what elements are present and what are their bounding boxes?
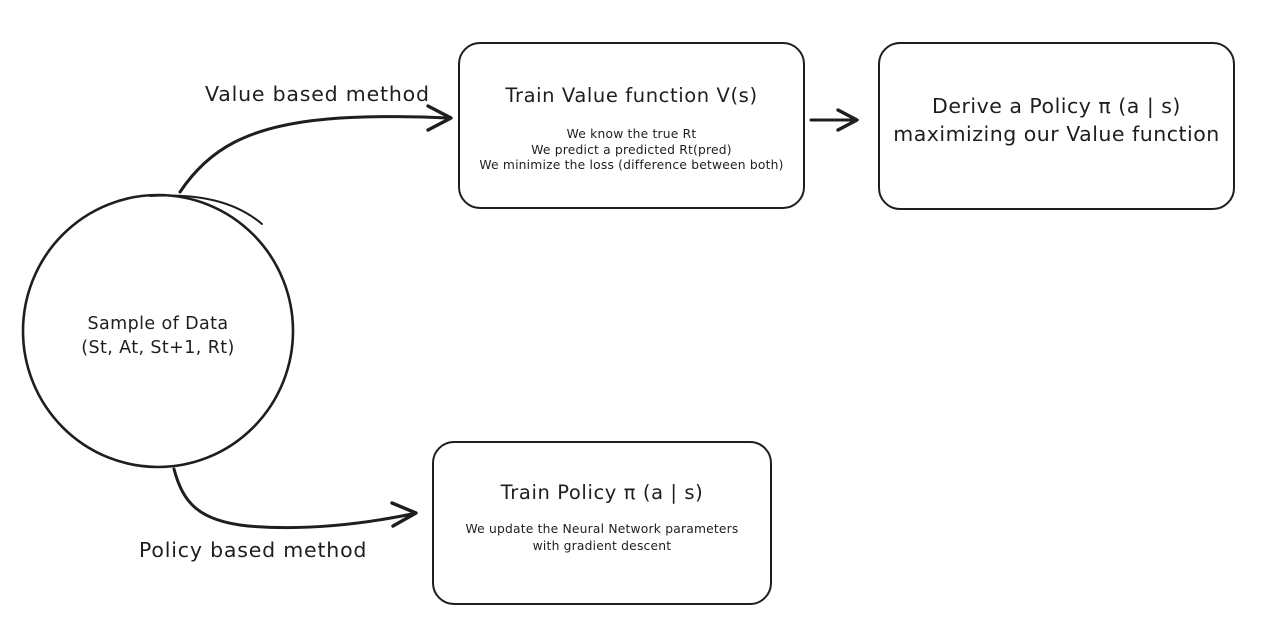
derive-policy-line1: Derive a Policy π (a | s) [932,94,1181,118]
derive-policy-line2: maximizing our Value function [893,122,1220,146]
derive-policy-box: Derive a Policy π (a | s) maximizing our… [878,42,1235,210]
train-policy-title: Train Policy π (a | s) [500,481,704,504]
value-arrow-head [426,104,453,132]
policy-arrow-head [390,501,418,528]
train-value-details: We know the true Rt We predict a predict… [460,127,803,174]
train-policy-detail-line: We update the Neural Network parameters [465,522,739,536]
derive-arrow-head [836,108,859,132]
train-policy-box: Train Policy π (a | s) We update the Neu… [432,441,772,605]
sample-data-line1: Sample of Data [87,314,229,334]
sample-data-circle-overdraw [149,194,263,225]
policy-method-label: Policy based method [139,538,368,562]
train-policy-detail-line: with gradient descent [532,539,672,553]
train-value-detail-line: We know the true Rt [566,127,697,141]
value-method-label: Value based method [205,82,430,106]
train-value-detail-line: We predict a predicted Rt(pred) [531,142,732,157]
sample-data-label: Sample of Data (St, At, St+1, Rt) [23,206,293,466]
train-policy-details: We update the Neural Network parameters … [434,521,770,555]
train-value-title: Train Value function V(s) [505,84,758,107]
policy-arrow [172,467,414,530]
derive-policy-text: Derive a Policy π (a | s) maximizing our… [880,92,1233,148]
value-arrow [178,115,450,194]
train-value-detail-line: We minimize the loss (difference between… [479,158,784,172]
train-value-box: Train Value function V(s) We know the tr… [458,42,805,209]
sample-data-line2: (St, At, St+1, Rt) [81,338,235,358]
